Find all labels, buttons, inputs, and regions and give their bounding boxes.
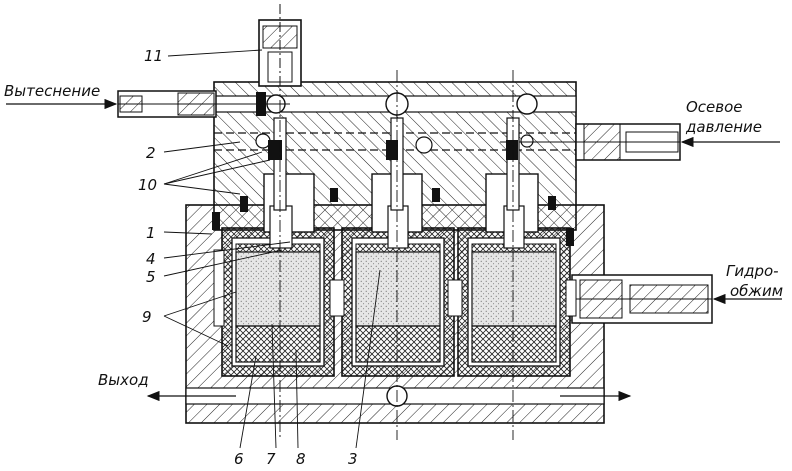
number-10: 10 bbox=[138, 176, 157, 194]
label-obzhim: обжим bbox=[730, 282, 783, 300]
number-6: 6 bbox=[234, 450, 244, 468]
label-vytesnenie: Вытеснение bbox=[4, 82, 100, 100]
label-davlenie: давление bbox=[685, 118, 762, 136]
right-axial-fitting bbox=[500, 123, 681, 161]
leader-lines bbox=[163, 49, 381, 449]
top-valve-fitting bbox=[258, 4, 302, 100]
number-3: 3 bbox=[348, 450, 358, 468]
flow-arrows bbox=[6, 98, 782, 402]
number-11: 11 bbox=[144, 47, 163, 65]
cell-2 bbox=[341, 117, 455, 377]
number-2: 2 bbox=[146, 144, 156, 162]
right-hydro-fitting bbox=[571, 274, 713, 324]
label-gidro: Гидро- bbox=[726, 262, 779, 280]
left-inlet-fitting bbox=[117, 90, 290, 118]
centerlines bbox=[279, 70, 514, 440]
number-9: 9 bbox=[142, 308, 152, 326]
cell-1 bbox=[221, 117, 335, 377]
number-4: 4 bbox=[146, 250, 156, 268]
seals bbox=[212, 92, 574, 246]
label-osevoe: Осевое bbox=[686, 98, 743, 116]
number-1: 1 bbox=[146, 224, 156, 242]
number-8: 8 bbox=[296, 450, 306, 468]
number-7: 7 bbox=[266, 450, 276, 468]
body-side-slots bbox=[213, 249, 577, 327]
label-vykhod: Выход bbox=[98, 371, 149, 389]
number-5: 5 bbox=[146, 268, 156, 286]
